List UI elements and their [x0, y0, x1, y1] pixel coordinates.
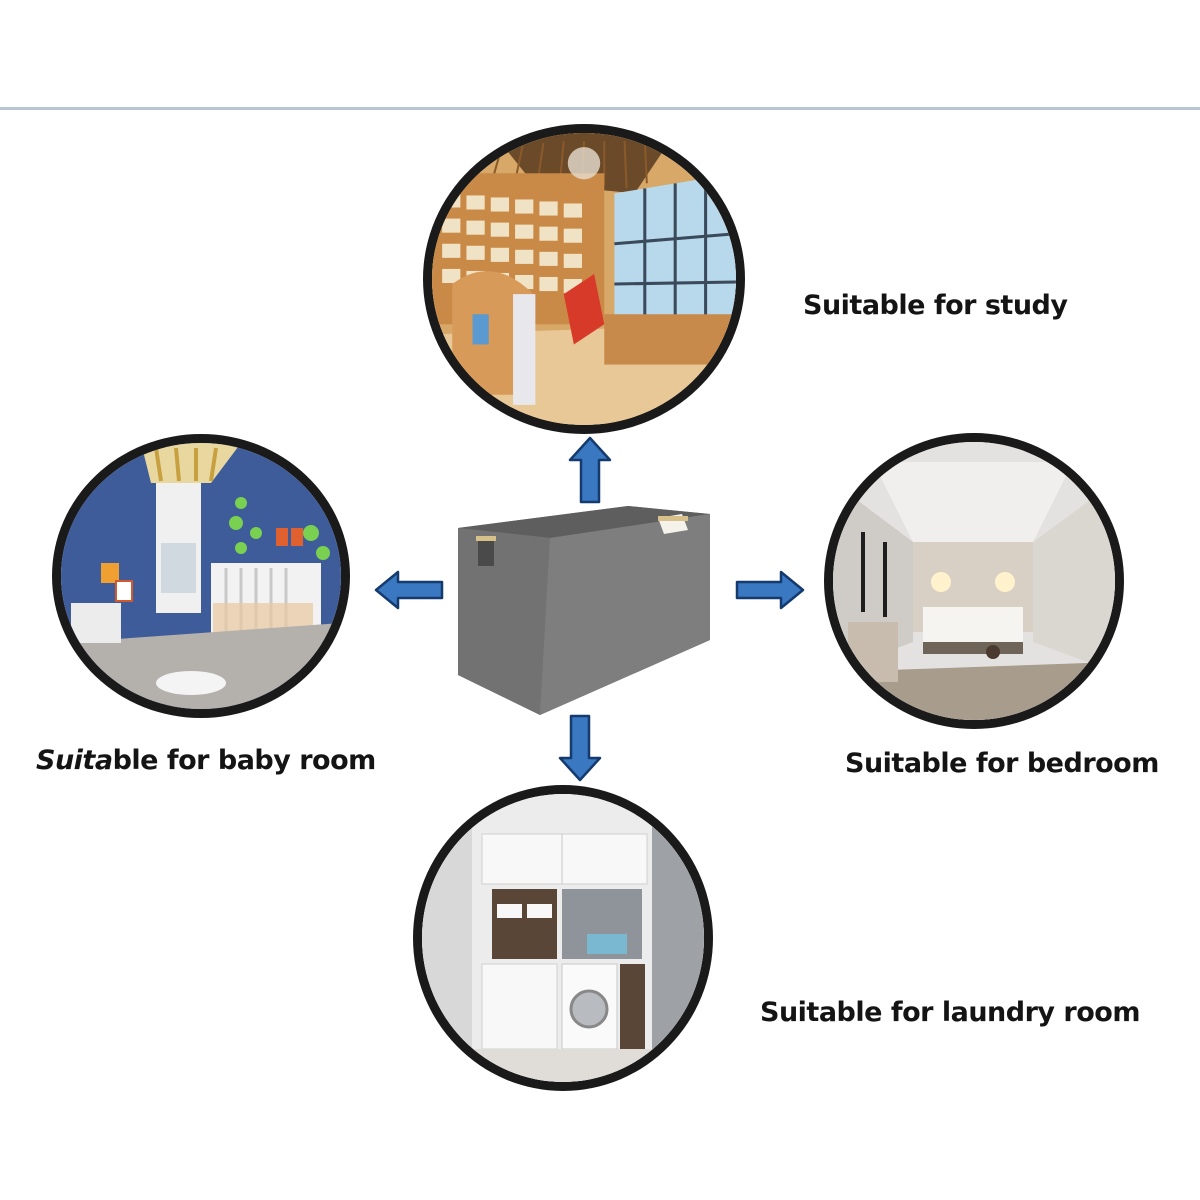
- arrow-right-shape: [735, 570, 805, 610]
- basket-interior: [458, 506, 710, 538]
- basket-front: [540, 514, 710, 715]
- bedroom-image: [824, 433, 1124, 729]
- bedroom-label: Suitable for bedroom: [845, 748, 1159, 779]
- bedroom-illustration: [833, 442, 1115, 720]
- arrow-down-icon: [558, 714, 602, 782]
- arrow-down-shape: [558, 714, 602, 782]
- arrow-left-icon: [374, 570, 444, 610]
- laundry-room-label: Suitable for laundry room: [760, 997, 1140, 1028]
- storage-basket-icon: [458, 506, 710, 715]
- baby-room-image: [52, 434, 350, 718]
- baby-room-label-italic-part: Suita: [36, 745, 113, 776]
- laundry-room-illustration: [422, 794, 704, 1082]
- baby-room-illustration: [61, 443, 341, 709]
- baby-room-label-rest: ble for baby room: [112, 745, 377, 776]
- top-divider-line: [0, 107, 1200, 110]
- arrow-right-icon: [735, 570, 805, 610]
- arrow-up-shape: [568, 436, 612, 504]
- study-room-illustration: [432, 133, 736, 425]
- arrow-up-icon: [568, 436, 612, 504]
- study-label: Suitable for study: [803, 290, 1068, 321]
- study-room-image: [423, 124, 745, 434]
- basket-left-handle-hole: [478, 536, 494, 566]
- basket-side: [458, 528, 550, 715]
- arrow-left-shape: [374, 570, 444, 610]
- right-wooden-handle: [658, 516, 688, 521]
- left-wooden-handle: [476, 536, 496, 541]
- laundry-room-image: [413, 785, 713, 1091]
- baby-room-label: Suitable for baby room: [36, 745, 376, 776]
